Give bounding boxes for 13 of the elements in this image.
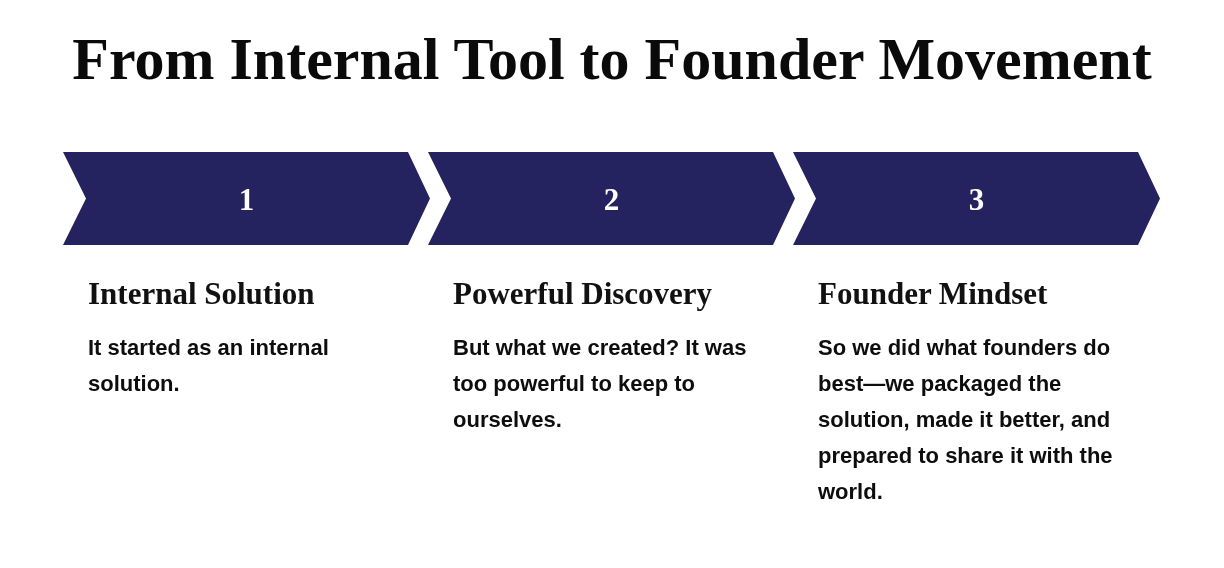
step-description: It started as an internal solution. bbox=[88, 334, 330, 398]
step-heading: Internal Solution bbox=[88, 276, 315, 312]
step-number: 3 bbox=[968, 183, 985, 214]
step-number: 2 bbox=[603, 183, 620, 214]
step-heading: Powerful Discovery bbox=[453, 276, 713, 312]
chevron-step bbox=[428, 152, 795, 245]
step-number: 1 bbox=[238, 183, 255, 214]
step-heading: Founder Mindset bbox=[818, 276, 1048, 312]
title: From Internal Tool to Founder Movement bbox=[72, 26, 1152, 92]
chevron-step bbox=[793, 152, 1160, 245]
chevron-step bbox=[63, 152, 430, 245]
step-description: So we did what founders do best—we packaged the solution, made it better, and prepared to share it with the world. bbox=[818, 334, 1114, 506]
step-description: But what we created? It was too powerful to keep to ourselves. bbox=[453, 334, 748, 434]
